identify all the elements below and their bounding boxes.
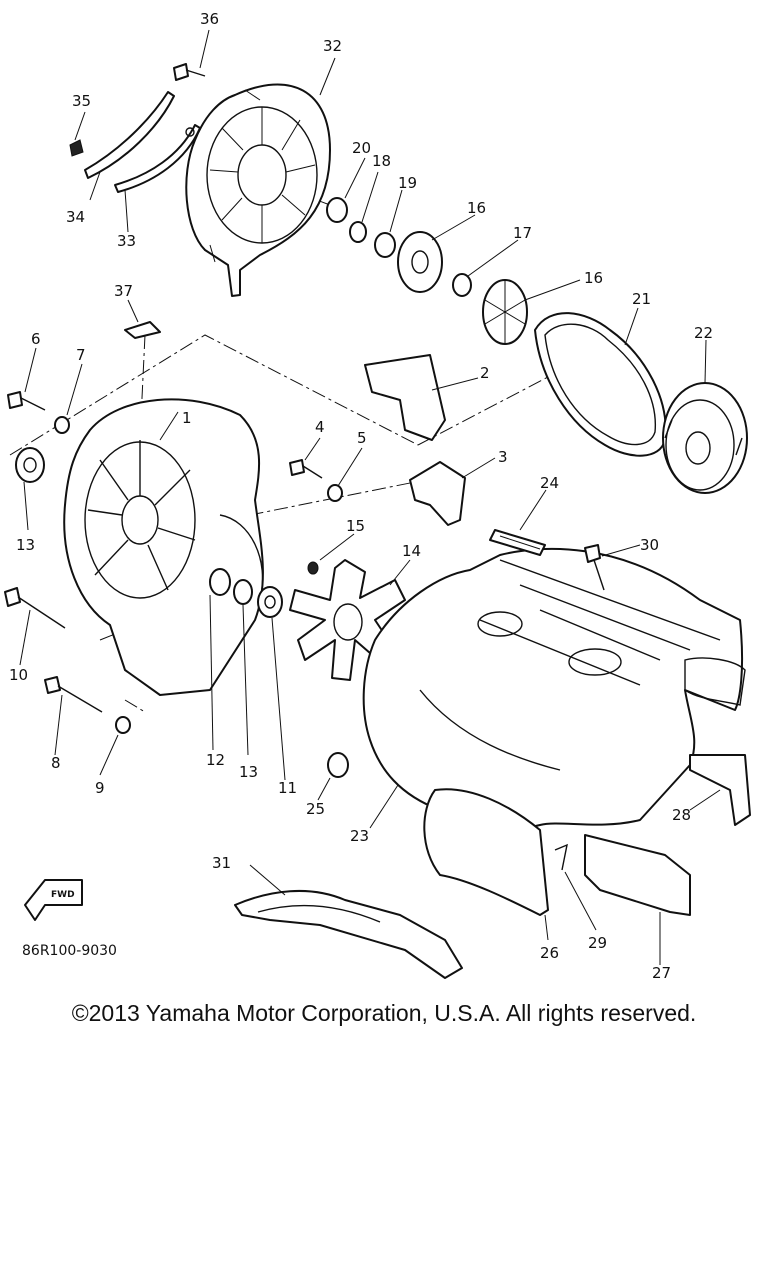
part-bearings	[15, 447, 283, 618]
part-shroud	[362, 547, 746, 831]
callout-24: 24	[540, 474, 559, 492]
callout-32: 32	[323, 37, 342, 55]
part-belt	[534, 312, 667, 457]
callout-16-lower: 16	[584, 269, 603, 287]
parts-exploded-diagram: FWD	[4, 10, 751, 982]
leader-lines	[19, 29, 721, 965]
callout-22: 22	[694, 324, 713, 342]
callout-29: 29	[588, 934, 607, 952]
part-rope-guide	[84, 91, 201, 193]
part-plug	[327, 752, 349, 778]
copyright-notice: ©2013 Yamaha Motor Corporation, U.S.A. A…	[71, 1000, 697, 1026]
callout-19: 19	[398, 174, 417, 192]
callout-30: 30	[640, 536, 659, 554]
part-label	[489, 529, 546, 556]
callout-31: 31	[212, 854, 231, 872]
callout-27: 27	[652, 964, 671, 982]
callout-3: 3	[498, 448, 508, 466]
part-screws-top	[69, 63, 206, 157]
callout-25: 25	[306, 800, 325, 818]
callout-35: 35	[72, 92, 91, 110]
document-number: 86R100-9030	[22, 943, 117, 959]
part-washers-pulleys	[326, 197, 528, 345]
callout-36: 36	[200, 10, 219, 28]
callout-12: 12	[206, 751, 225, 769]
callout-13-right: 13	[239, 763, 258, 781]
part-plate	[124, 321, 161, 339]
callout-20: 20	[352, 139, 371, 157]
callout-1: 1	[182, 409, 192, 427]
callout-14: 14	[402, 542, 421, 560]
callout-23: 23	[350, 827, 369, 845]
callout-5: 5	[357, 429, 367, 447]
callout-7: 7	[76, 346, 86, 364]
callout-16-upper: 16	[467, 199, 486, 217]
fwd-label: FWD	[51, 890, 75, 900]
fwd-arrow-icon: FWD	[24, 879, 83, 921]
callout-10: 10	[9, 666, 28, 684]
part-duct-small	[364, 354, 466, 526]
callout-37: 37	[114, 282, 133, 300]
callout-34: 34	[66, 208, 85, 226]
callout-33: 33	[117, 232, 136, 250]
part-bolts	[4, 391, 343, 734]
callout-4: 4	[315, 418, 325, 436]
callout-28: 28	[672, 806, 691, 824]
callout-15: 15	[346, 517, 365, 535]
part-lower-bracket	[234, 890, 463, 979]
part-covers-lower	[423, 754, 751, 916]
part-fan-housing	[63, 398, 264, 696]
part-bolt-30	[584, 544, 605, 591]
callout-21: 21	[632, 290, 651, 308]
callout-26: 26	[540, 944, 559, 962]
callout-9: 9	[95, 779, 105, 797]
callout-13-left: 13	[16, 536, 35, 554]
callout-6: 6	[31, 330, 41, 348]
part-starter-cover	[185, 83, 331, 297]
callout-17: 17	[513, 224, 532, 242]
callout-11: 11	[278, 779, 297, 797]
part-pulley	[662, 382, 748, 494]
callout-labels: 1 2 3 4 5 6 7 8 9 10 11 12 13 13 14 15 1…	[9, 10, 713, 982]
callout-18: 18	[372, 152, 391, 170]
callout-8: 8	[51, 754, 61, 772]
callout-2: 2	[480, 364, 490, 382]
